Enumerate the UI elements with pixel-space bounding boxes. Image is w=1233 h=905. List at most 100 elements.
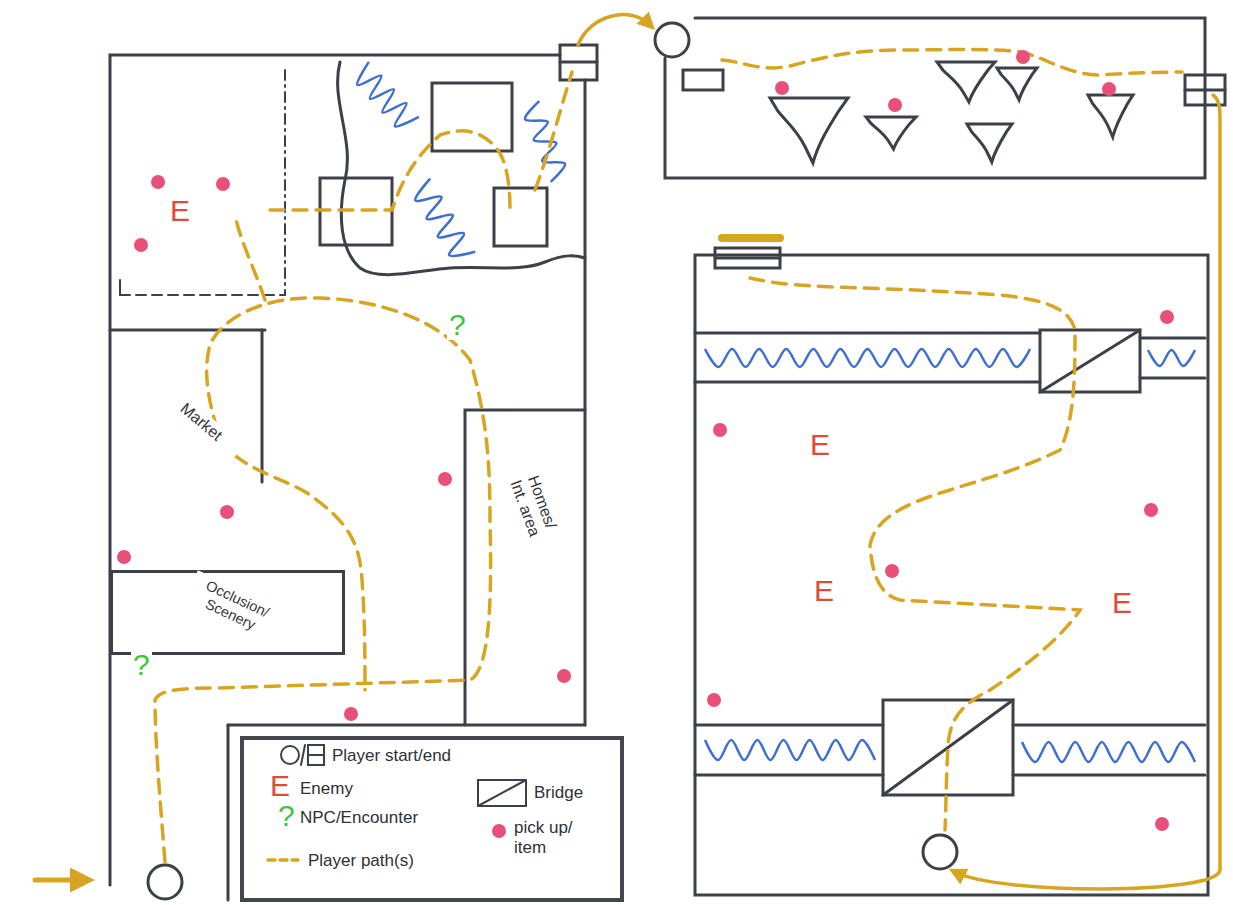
map-stroke [584,80,587,725]
legend-sample: ? [276,801,297,831]
map-stroke [338,62,585,275]
pickup-dots [117,50,1174,831]
legend-text: Player start/end [332,746,451,766]
map-stroke [308,754,324,756]
area-label: Occlusion/ Scenery [183,571,285,644]
map-stroke [110,329,265,332]
map-stroke [695,333,1205,382]
floating-platform [937,62,995,102]
pickup-dot [1155,817,1169,831]
map-stroke [665,18,1205,178]
pickup-dot [775,81,789,95]
enemy-marker: E [812,576,836,606]
npc-marker: ? [447,310,468,340]
map-stroke [715,257,780,260]
map-stroke [1040,330,1140,392]
map-stroke [715,248,780,268]
map-stroke [227,725,230,900]
legend-text: NPC/Encounter [300,808,418,828]
pickup-dot [220,505,234,519]
map-stroke [270,131,510,210]
pickup-dot [216,177,230,191]
water-squiggle [415,179,475,256]
pickup-dot [438,472,452,486]
map-stroke [683,70,723,90]
legend-text: Bridge [534,783,583,803]
map-stroke [578,15,650,45]
map-stroke [308,745,324,765]
room-links [35,15,1220,889]
map-stroke [284,70,286,295]
map-stroke [655,23,689,57]
map-stroke [301,745,305,765]
market-area: Market [110,330,262,570]
map-stroke [478,780,526,806]
pickup-dot [1016,50,1030,64]
pickup-dot [557,669,571,683]
map-stroke [155,298,491,862]
map-stroke [242,738,622,900]
water-squiggle [1148,350,1195,366]
enemy-marker: E [1110,588,1134,618]
water-squiggle [705,740,875,760]
water-squiggle [357,62,419,127]
map-stroke [770,62,1133,163]
map-stroke [560,45,597,80]
map-stroke [535,72,572,190]
map-stroke [923,835,957,869]
water-squiggle [1022,742,1195,762]
floating-platform [866,117,916,149]
npc-marker: ? [131,650,152,680]
pickup-dot [885,564,899,578]
map-stroke [268,858,298,862]
map-stroke [955,95,1220,889]
area-label: Homes/ Int. area [500,458,566,552]
homes-area: Homes/ Int. area [465,410,585,725]
floating-platform [997,68,1037,100]
map-stroke [478,780,526,806]
pickup-dot [151,175,165,189]
map-stroke [1040,330,1140,392]
map-stroke [110,55,560,885]
map-stroke [750,278,1080,830]
map-stroke [35,878,85,883]
legend-sample: E [268,771,292,801]
map-stroke [494,188,547,246]
map-stroke [228,724,585,727]
area-label: Market [158,383,245,460]
enemy-marker: E [808,430,832,460]
pickup-dot [888,98,902,112]
floating-platform [967,124,1012,162]
map-stroke [119,280,121,295]
legend-text: Player path(s) [308,851,414,871]
map-stroke [281,746,299,764]
pickup-dot [707,693,721,707]
legend-text: Enemy [300,779,353,799]
entry-bar [718,234,784,242]
water-squiggle [705,349,1030,367]
map-stroke [560,61,597,64]
pickup-dot [117,550,131,564]
map-stroke [722,50,1182,76]
walls [110,18,1225,900]
map-stroke [695,255,1208,895]
pickup-dot [134,238,148,252]
legend-swatch [492,824,506,838]
map-stroke [1185,89,1225,92]
scenery-block: Occlusion/ Scenery [110,570,345,655]
map-stroke [261,330,264,482]
map-stroke [148,865,182,899]
pickup-dot [713,423,727,437]
floating-platform [770,98,848,163]
map-stroke [235,215,265,300]
map-stroke [432,83,512,151]
pickup-dot [344,707,358,721]
pickup-dot [1144,503,1158,517]
legend-text: pick up/ item [514,818,604,857]
map-stroke [465,410,585,725]
map-stroke [120,294,285,296]
pickup-dot [1102,82,1116,96]
pickup-dot [1160,310,1174,324]
